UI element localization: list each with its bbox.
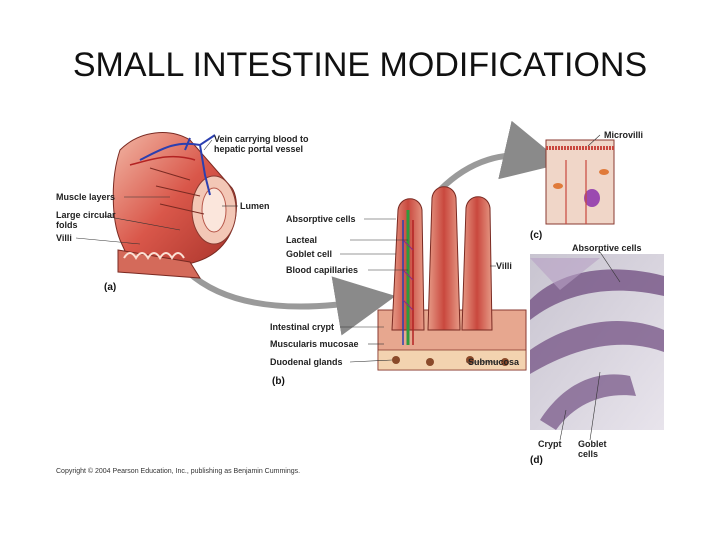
villus-illustration [377, 186, 527, 371]
intestine-tube-illustration [112, 132, 237, 279]
panel-tag-a: (a) [104, 282, 117, 293]
label-large-circular-folds: Large circular folds [56, 210, 116, 230]
label-duodenal-glands: Duodenal glands [270, 357, 343, 367]
label-villi-b: Villi [496, 261, 512, 271]
label-goblet-cell: Goblet cell [286, 249, 333, 259]
label-large-circular-line2: folds [56, 220, 78, 230]
panel-tag-c: (c) [530, 230, 543, 241]
label-muscularis-mucosae: Muscularis mucosae [270, 339, 359, 349]
label-absorptive-cells-d: Absorptive cells [572, 243, 642, 253]
label-goblet-cells: Goblet cells [578, 439, 607, 459]
panel-tag-d: (d) [530, 455, 543, 466]
label-muscle-layers: Muscle layers [56, 192, 116, 202]
label-lumen: Lumen [240, 201, 270, 211]
curved-arrow-icon [185, 269, 396, 336]
cell-illustration [545, 139, 615, 225]
label-vein-line1: Vein carrying blood to [214, 134, 309, 144]
label-submucosa: Submucosa [468, 357, 520, 367]
label-lacteal: Lacteal [286, 235, 318, 245]
slide-title: SMALL INTESTINE MODIFICATIONS [72, 46, 648, 84]
label-large-circular-line1: Large circular [56, 210, 116, 220]
label-crypt: Crypt [538, 439, 562, 449]
label-microvilli: Microvilli [604, 130, 644, 140]
label-vein: Vein carrying blood to hepatic portal ve… [214, 134, 309, 154]
panel-tag-b: (b) [272, 376, 285, 387]
label-goblet-line2: cells [578, 449, 599, 459]
micrograph-image [530, 254, 664, 430]
label-blood-capillaries: Blood capillaries [286, 265, 359, 275]
label-vein-line2: hepatic portal vessel [214, 144, 304, 154]
label-goblet-line1: Goblet [578, 439, 607, 449]
label-absorptive-cells-b: Absorptive cells [286, 214, 356, 224]
copyright-notice: Copyright © 2004 Pearson Education, Inc.… [56, 468, 301, 475]
label-intestinal-crypt: Intestinal crypt [270, 322, 335, 332]
label-villi-a: Villi [56, 233, 72, 243]
curved-arrow-icon [437, 120, 564, 193]
